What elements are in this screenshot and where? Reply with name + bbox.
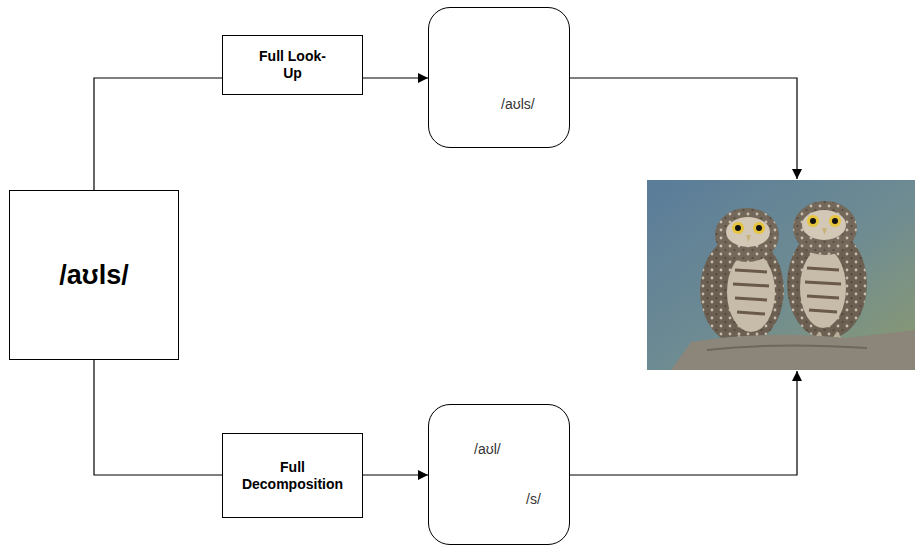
branch (671, 330, 915, 370)
owl-photo-part (715, 208, 779, 262)
owl-photo-part (800, 248, 846, 328)
owl-photo-part (802, 210, 846, 240)
owl-photo-part (807, 215, 819, 227)
input-box: /aʊls/ (9, 190, 179, 360)
owl-photo-part (733, 270, 769, 314)
photo-background (647, 180, 915, 370)
owl-photo-part (810, 218, 816, 224)
owl-photo-part (746, 235, 751, 242)
result-box: /aʊls/ (428, 7, 570, 148)
owl-photo-part (793, 201, 857, 255)
owl-photo-part (753, 222, 765, 234)
owl-photo-part (726, 217, 770, 247)
phoneme-label: /aʊls/ (59, 259, 128, 291)
process-box: Full Decomposition (222, 433, 363, 518)
owl-photo-part (793, 201, 857, 255)
phoneme-label: /aʊls/ (501, 96, 535, 113)
owl-photo-part (832, 218, 838, 224)
owl-photo-part (735, 225, 741, 231)
arrow-to-picture (570, 78, 797, 179)
connector (363, 77, 428, 78)
arrow-to-picture (570, 371, 797, 475)
owl-photo-part (805, 268, 841, 312)
owl-photo-part (829, 215, 841, 227)
owl-photo-part (732, 222, 744, 234)
owl-photo-part (822, 228, 827, 235)
owl-left (700, 208, 784, 345)
owl-right (787, 201, 867, 340)
process-label: Full Decomposition (237, 459, 349, 493)
connector (94, 360, 222, 475)
owl-photo (647, 180, 915, 370)
branch-grain (707, 345, 867, 350)
connector (363, 474, 428, 475)
process-label: Full Look-Up (253, 48, 333, 82)
connector (94, 78, 222, 190)
phoneme-label: /aʊl/ (474, 441, 501, 458)
owl-photo-part (715, 208, 779, 262)
phoneme-label: /s/ (526, 491, 541, 508)
result-box: /aʊl/ /s/ (428, 404, 570, 545)
owl-photo-part (756, 225, 762, 231)
process-box: Full Look-Up (222, 35, 363, 95)
owl-photo-part (727, 252, 775, 332)
